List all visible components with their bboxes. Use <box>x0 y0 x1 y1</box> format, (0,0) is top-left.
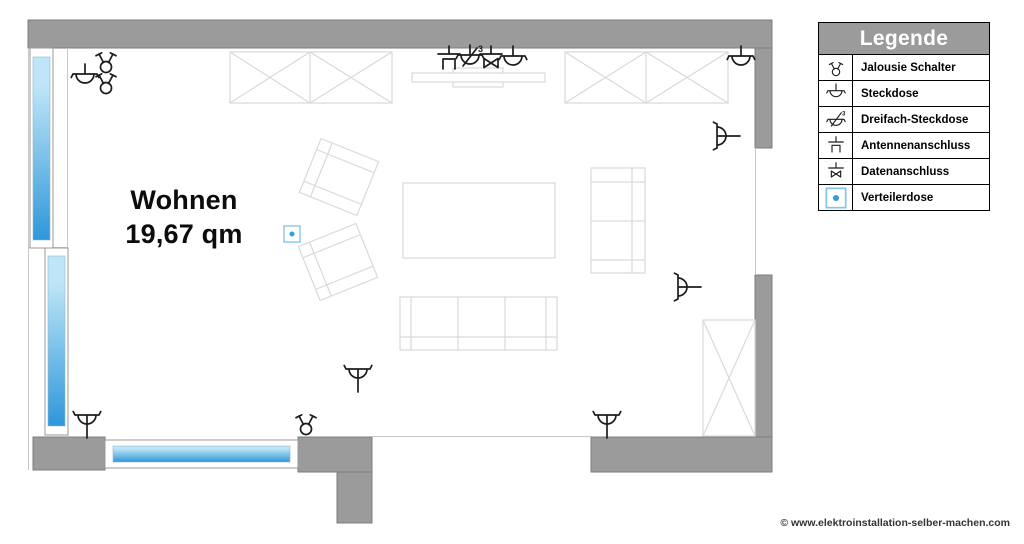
bottom-wall-pier <box>297 436 373 473</box>
legend-item: Steckdose <box>819 81 989 107</box>
sofa-right <box>590 167 646 274</box>
wardrobe-bottom-right <box>702 319 756 437</box>
vdose-icon <box>819 185 853 210</box>
right-wall-upper <box>754 47 773 149</box>
legend-item-label: Antennenanschluss <box>861 139 971 152</box>
openings <box>28 48 756 470</box>
walls <box>27 19 773 524</box>
legend-item-label: Jalousie Schalter <box>861 61 956 74</box>
room-name: Wohnen <box>130 185 238 215</box>
wardrobe-top-left <box>229 51 393 104</box>
legend-item-label: Dreifach-Steckdose <box>861 113 969 126</box>
armchair-upper <box>298 137 380 217</box>
legend-item: Antennenanschluss <box>819 133 989 159</box>
sofa-bottom <box>399 296 558 351</box>
furniture <box>229 51 756 437</box>
legend-item-label: Steckdose <box>861 87 919 100</box>
legend-item-label: Datenanschluss <box>861 165 950 178</box>
legend-item-label: Verteilerdose <box>861 191 934 204</box>
bottom-window-glass <box>112 445 291 463</box>
top-wall <box>27 19 773 49</box>
data-icon <box>819 159 853 184</box>
legend-item: Jalousie Schalter <box>819 55 989 81</box>
right-wall-lower <box>754 274 773 438</box>
jalousie-icon <box>819 55 853 80</box>
svg-text:3: 3 <box>842 111 846 117</box>
legend-title: Legende <box>819 23 989 55</box>
wardrobe-top-right <box>564 51 729 104</box>
bottom-wall-leg <box>336 471 373 524</box>
antenna-icon <box>819 133 853 158</box>
windows <box>29 47 299 469</box>
room-label: Wohnen 19,67 qm <box>112 183 256 251</box>
legend-item: Verteilerdose <box>819 185 989 210</box>
legend-item: Datenanschluss <box>819 159 989 185</box>
coffee-table <box>402 182 556 259</box>
tv-board <box>411 67 546 88</box>
socket3-icon: 3 <box>819 107 853 132</box>
socket-icon <box>819 81 853 106</box>
bottom-wall-right <box>590 436 773 473</box>
legend-item: 3 Dreifach-Steckdose <box>819 107 989 133</box>
copyright-text: © www.elektroinstallation-selber-machen.… <box>780 517 1010 529</box>
left-window-upper-glass <box>32 56 51 241</box>
armchair-lower <box>297 222 379 302</box>
bottom-wall-left <box>32 436 106 471</box>
left-window-lower-glass <box>47 255 66 427</box>
room-area: 19,67 qm <box>125 219 243 249</box>
